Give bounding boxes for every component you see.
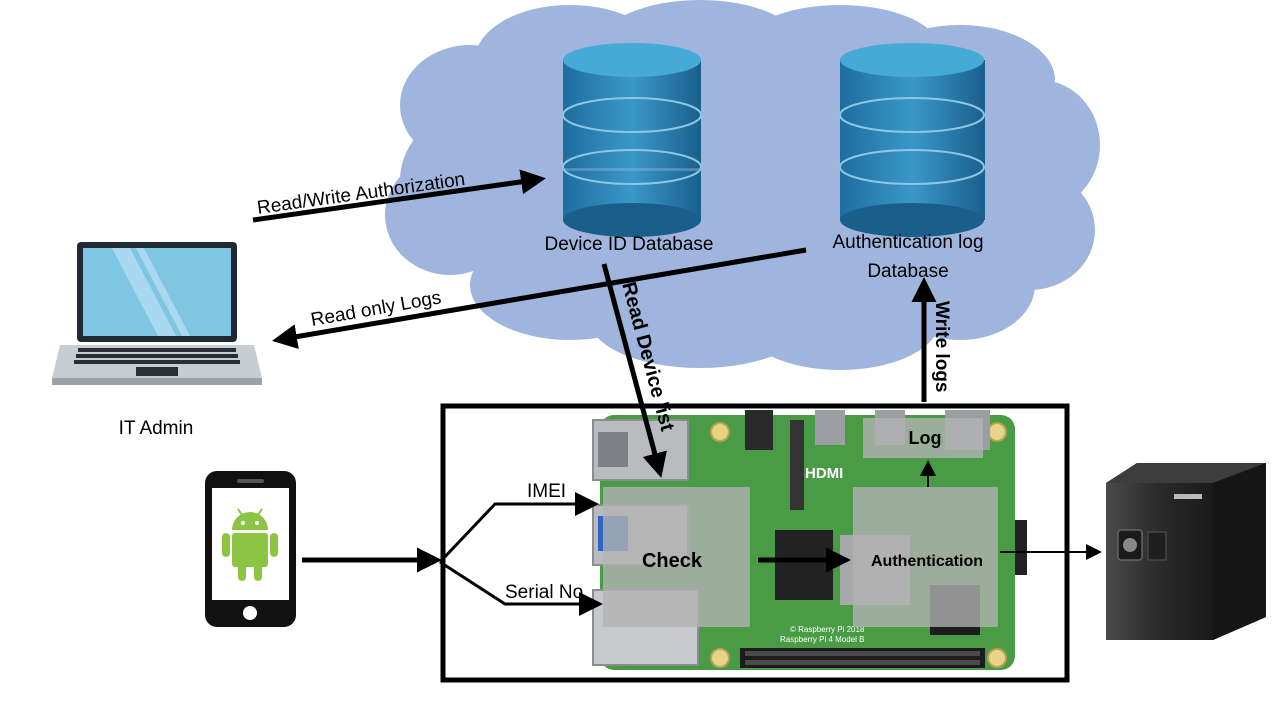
android-phone-icon [205,471,296,627]
authentication-box [853,487,998,627]
log-label: Log [909,428,942,448]
database-icon [562,43,702,237]
safe-icon [1106,463,1266,640]
it-admin-label: IT Admin [119,418,194,439]
read-device-list-arrow [601,263,667,478]
database-icon [839,43,985,237]
board-model-print: Raspberry Pi 4 Model B [780,635,864,644]
check-box [603,487,750,627]
imei-label: IMEI [527,481,566,502]
imei-branch-line [438,492,599,564]
cloud-icon [385,0,1100,370]
board-frame [440,403,1070,683]
hdmi-print: HDMI [805,465,843,482]
authentication-label: Authentication [871,553,983,570]
auth-log-db-label-line2: Database [867,261,948,282]
write-logs-label: Write logs [931,301,952,393]
serial-no-label: Serial No. [505,582,588,603]
device-db-label: Device ID Database [545,234,714,255]
auth-log-db-label-line1: Authentication log [832,232,983,253]
read-write-authorization-arrow [252,169,546,223]
read-only-logs-arrow [272,247,807,349]
board-copyright-print: © Raspberry Pi 2018 [790,625,865,634]
check-label: Check [642,550,703,572]
log-box [863,418,983,458]
laptop-icon [52,242,262,385]
serial-branch-line [439,560,603,616]
